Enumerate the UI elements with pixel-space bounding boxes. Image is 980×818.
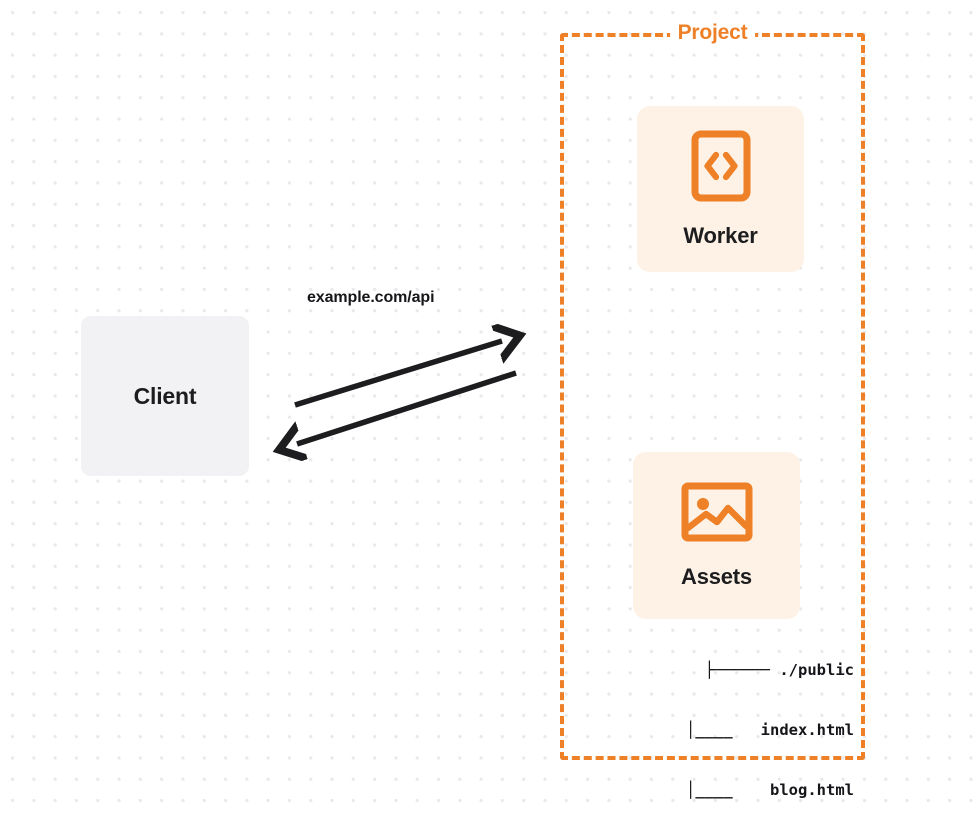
project-container: Project Worker Assets — [560, 21, 865, 799]
file-tree-row-public: ├────── ./public — [704, 661, 854, 679]
client-label: Client — [133, 382, 197, 409]
client-node[interactable]: Client — [81, 316, 249, 476]
flow-arrows-group — [270, 275, 540, 475]
response-arrow — [297, 370, 517, 444]
worker-card-label: Worker — [683, 222, 758, 248]
worker-card[interactable]: Worker — [637, 106, 804, 272]
file-tree-row-index-html: │____ index.html — [686, 721, 854, 739]
code-brackets-icon — [691, 130, 751, 207]
connection-label: example.com/api — [307, 289, 435, 306]
assets-file-tree: ├────── ./public │____ index.html │____ … — [604, 620, 854, 818]
project-legend-label: Project — [669, 21, 756, 45]
assets-card-label: Assets — [681, 564, 752, 589]
file-tree-row-blog-html: │____ blog.html — [686, 781, 854, 799]
request-arrow — [294, 341, 502, 408]
assets-card[interactable]: Assets — [633, 452, 800, 619]
image-picture-icon — [681, 481, 753, 548]
